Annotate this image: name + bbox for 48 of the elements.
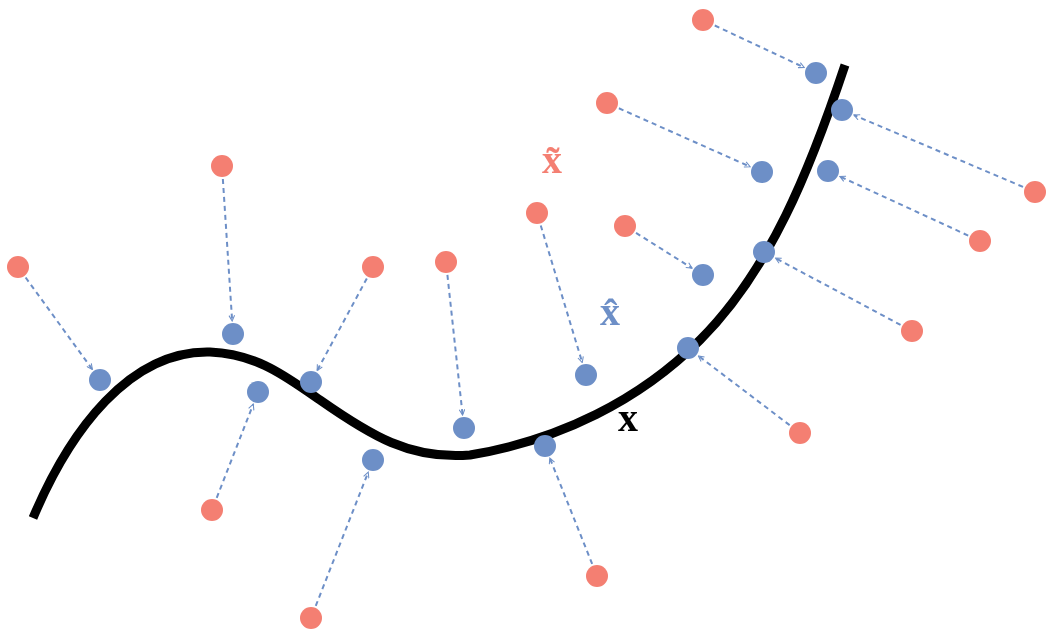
reconstructed-point — [300, 371, 322, 393]
dashed-arrow — [852, 114, 1025, 188]
dashed-arrow — [539, 224, 584, 364]
dashed-arrow — [697, 354, 791, 427]
dashed-arrow — [215, 403, 255, 499]
reconstructed-point — [453, 417, 475, 439]
reconstructed-point — [831, 99, 853, 121]
reconstructed-point — [222, 323, 244, 345]
noisy-point — [211, 155, 233, 177]
noisy-point — [596, 92, 618, 114]
noisy-point — [435, 251, 457, 273]
dashed-arrow — [774, 257, 902, 326]
noisy-point — [614, 215, 636, 237]
dashed-arrow — [635, 231, 693, 270]
dashed-arrow — [314, 471, 370, 607]
noisy-point — [789, 422, 811, 444]
reconstructed-point — [817, 160, 839, 182]
noisy-point — [526, 202, 548, 224]
dashed-arrow — [548, 457, 594, 565]
dashed-arrow — [617, 107, 752, 168]
noisy-point — [969, 230, 991, 252]
dashed-arrow — [446, 273, 466, 417]
noisy-point — [1024, 181, 1046, 203]
reconstructed-point — [677, 337, 699, 359]
dashed-arrow — [713, 24, 806, 69]
math-symbol: x — [618, 398, 638, 438]
math-symbol: x̂ — [600, 292, 620, 332]
noisy-point — [586, 565, 608, 587]
reconstructed-point — [247, 381, 269, 403]
dashed-arrow — [316, 277, 368, 372]
math-symbol: x̃ — [542, 140, 562, 180]
noisy-point — [201, 499, 223, 521]
reconstructed-point — [753, 241, 775, 263]
reconstructed-point — [692, 264, 714, 286]
dashed-arrow — [24, 276, 94, 371]
noisy-point — [692, 9, 714, 31]
reconstructed-point — [751, 161, 773, 183]
noisy-point — [362, 256, 384, 278]
reconstructed-point — [805, 62, 827, 84]
noisy-point — [7, 256, 29, 278]
dashed-arrow — [221, 177, 236, 323]
noisy-point — [300, 607, 322, 629]
reconstructed-point — [362, 449, 384, 471]
dashed-arrow — [838, 175, 970, 237]
reconstructed-point — [89, 369, 111, 391]
reconstructed-point — [575, 364, 597, 386]
noisy-point — [901, 320, 923, 342]
reconstructed-point — [534, 435, 556, 457]
